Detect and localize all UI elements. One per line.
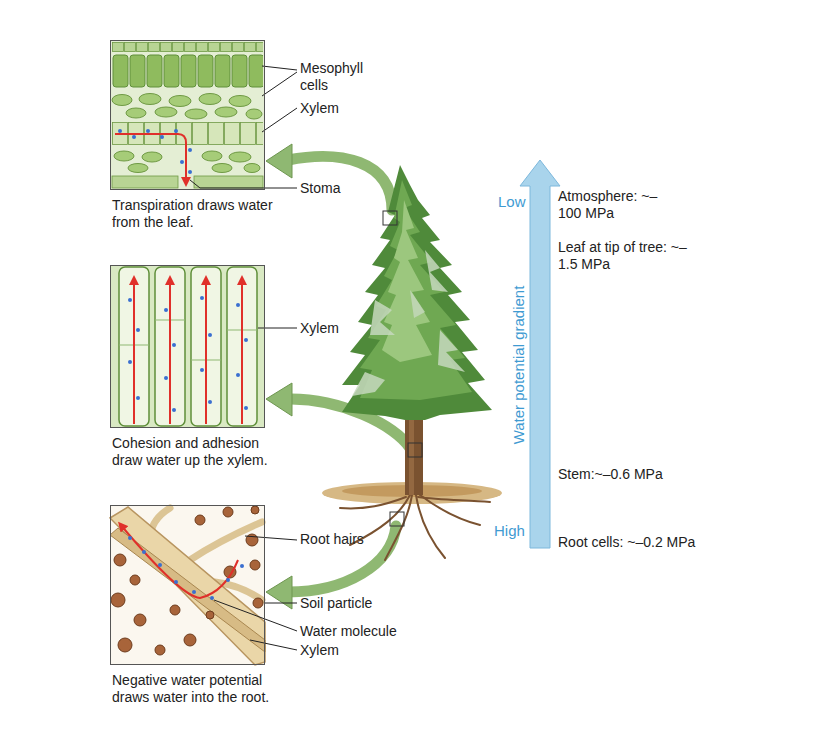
- inset-panel: Cohesion and adhesion draw water up the …: [110, 265, 265, 428]
- potential-value: Atmosphere: ~–100 MPa: [558, 188, 658, 222]
- leader-lines: [190, 66, 297, 650]
- gradient-arrow: Water potential gradient: [500, 160, 562, 550]
- panel-caption: Cohesion and adhesion draw water up the …: [112, 435, 292, 469]
- part-label: Stoma: [300, 180, 380, 197]
- part-label: Root hairs: [300, 531, 410, 548]
- potential-value: Root cells: ~–0.2 MPa: [558, 534, 758, 551]
- panel-caption: Transpiration draws water from the leaf.: [112, 197, 292, 231]
- tree: [322, 165, 502, 560]
- part-label: Xylem: [300, 642, 380, 659]
- axis-text: Water potential gradient: [510, 255, 528, 475]
- potential-value: Leaf at tip of tree: ~–1.5 MPa: [558, 239, 698, 273]
- xylem-section: [110, 265, 265, 428]
- gradient-end: High: [494, 522, 538, 539]
- part-label: Xylem: [300, 100, 380, 117]
- inset-panel: Transpiration draws water from the leaf.: [110, 40, 265, 190]
- part-label: Xylem: [300, 320, 380, 337]
- panel-caption: Negative water potential draws water int…: [112, 672, 292, 706]
- tree-markers: [383, 211, 422, 526]
- gradient-end: Low: [498, 193, 538, 210]
- arrow-shape: [500, 160, 562, 550]
- potential-value: Stem:~–0.6 MPa: [558, 466, 758, 483]
- inset-panel: Negative water potential draws water int…: [110, 505, 265, 665]
- leaf-section: [110, 40, 265, 190]
- root-section: [110, 505, 265, 665]
- part-label: Soil particle: [300, 595, 410, 612]
- part-label: Mesophyll cells: [300, 60, 375, 94]
- part-label: Water molecule: [300, 623, 420, 640]
